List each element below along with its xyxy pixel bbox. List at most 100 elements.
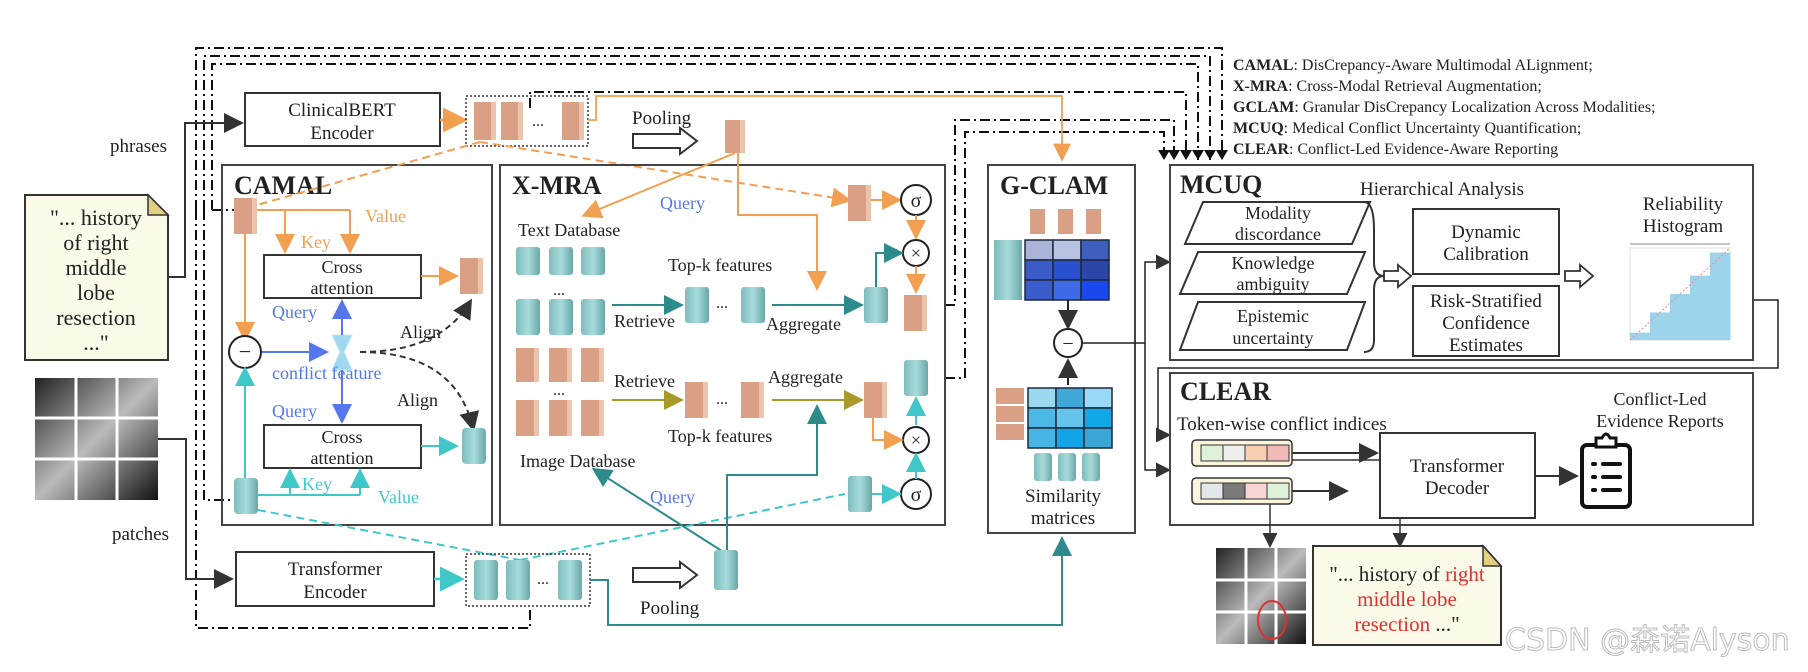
- svg-text:Text Database: Text Database: [518, 220, 620, 240]
- svg-text:−: −: [239, 339, 251, 364]
- svg-text:Encoder: Encoder: [310, 123, 374, 144]
- svg-text:lobe: lobe: [77, 280, 115, 305]
- svg-text:Hierarchical Analysis: Hierarchical Analysis: [1360, 179, 1524, 200]
- legend-gclam: GCLAM: Granular DisCrepancy Localization…: [1233, 99, 1656, 116]
- phrases-label: phrases: [110, 136, 167, 157]
- matrix-cell: [1080, 279, 1110, 301]
- matrix-cell: [1055, 407, 1085, 429]
- svg-text:middle lobe: middle lobe: [1357, 587, 1457, 611]
- svg-text:ClinicalBERT: ClinicalBERT: [288, 100, 396, 121]
- text-token-features: ...: [465, 95, 589, 147]
- svg-text:...: ...: [532, 113, 544, 130]
- conflict-region-marker: [1257, 600, 1287, 640]
- svg-text:Key: Key: [302, 474, 332, 494]
- pooling-bottom-label: Pooling: [640, 598, 700, 619]
- matrix-cell: [1027, 407, 1057, 429]
- legend-clear: CLEAR: Conflict-Led Evidence-Aware Repor…: [1233, 141, 1558, 158]
- svg-text:Image Database: Image Database: [520, 451, 635, 471]
- matrix-cell: [1027, 387, 1057, 409]
- svg-text:resection ...": resection ...": [1354, 612, 1459, 636]
- svg-text:"... history: "... history: [50, 205, 142, 230]
- mcuq-title: MCUQ: [1180, 170, 1262, 199]
- xmra-title: X-MRA: [512, 171, 602, 200]
- histogram-bar: [1650, 312, 1671, 340]
- histogram-bar: [1630, 332, 1651, 340]
- gclam-panel: G-CLAM − Similarity matrices: [987, 164, 1136, 534]
- svg-text:Risk-Stratified: Risk-Stratified: [1430, 291, 1542, 312]
- svg-text:uncertainty: uncertainty: [1233, 328, 1314, 348]
- svg-text:Estimates: Estimates: [1449, 335, 1523, 356]
- perfect-calibration-line: [1629, 247, 1731, 341]
- svg-text:×: ×: [911, 243, 921, 263]
- svg-text:Aggregate: Aggregate: [766, 314, 841, 334]
- svg-text:middle: middle: [65, 255, 126, 280]
- svg-text:Top-k features: Top-k features: [668, 255, 772, 275]
- camal-panel: CAMAL Value Key Cross attention − Query …: [221, 164, 493, 526]
- svg-text:ambiguity: ambiguity: [1237, 274, 1310, 294]
- pooled-text-feature: [725, 120, 745, 153]
- token-cell: [1244, 482, 1268, 500]
- svg-text:Token-wise conflict indices: Token-wise conflict indices: [1177, 414, 1387, 435]
- svg-text:Calibration: Calibration: [1443, 244, 1529, 265]
- svg-text:matrices: matrices: [1031, 508, 1095, 529]
- token-conflict-row-1: [1200, 444, 1290, 462]
- svg-text:Aggregate: Aggregate: [768, 367, 843, 387]
- svg-text:Value: Value: [378, 487, 419, 507]
- svg-text:Query: Query: [272, 401, 317, 421]
- matrix-cell: [1024, 259, 1054, 281]
- clear-panel: CLEAR Token-wise conflict indices Transf…: [1169, 372, 1754, 548]
- matrix-cell: [1083, 427, 1113, 449]
- svg-text:Key: Key: [301, 232, 331, 252]
- histogram-bar: [1690, 275, 1711, 340]
- reliability-histogram-chart: [1629, 243, 1731, 341]
- watermark: CSDN @森诺Alyson: [1505, 623, 1790, 658]
- legend: CAMAL: DisCrepancy-Aware Multimodal ALig…: [1233, 57, 1656, 158]
- svg-text:Confidence: Confidence: [1442, 313, 1530, 334]
- svg-text:−: −: [1062, 333, 1073, 355]
- token-cell: [1200, 444, 1224, 462]
- conflict-feature-icon: [331, 334, 353, 371]
- pooling-top-arrow: [632, 125, 699, 157]
- svg-text:attention: attention: [311, 448, 374, 468]
- matrix-cell: [1024, 239, 1054, 261]
- legend-camal: CAMAL: DisCrepancy-Aware Multimodal ALig…: [1233, 57, 1593, 74]
- token-cell: [1222, 444, 1246, 462]
- svg-text:Reliability: Reliability: [1643, 194, 1724, 215]
- svg-text:Dynamic: Dynamic: [1451, 222, 1521, 243]
- svg-text:...: ...: [537, 571, 549, 588]
- svg-text:attention: attention: [311, 278, 374, 298]
- input-report-note: "... history of right middle lobe resect…: [24, 193, 170, 361]
- clipboard-report-icon: [1580, 432, 1632, 509]
- svg-text:σ: σ: [911, 484, 922, 506]
- matrix-cell: [1080, 239, 1110, 261]
- svg-text:Decoder: Decoder: [1425, 478, 1490, 499]
- matrix-cell: [1083, 407, 1113, 429]
- clinicalbert-encoder: ClinicalBERT Encoder: [244, 92, 441, 147]
- svg-text:Query: Query: [660, 193, 705, 213]
- svg-text:Conflict-Led: Conflict-Led: [1614, 389, 1707, 409]
- skip-connections: [195, 47, 1228, 629]
- svg-text:...: ...: [716, 391, 728, 408]
- histogram-bar: [1710, 252, 1731, 340]
- svg-text:"... history of right: "... history of right: [1329, 562, 1485, 586]
- token-cell: [1244, 444, 1268, 462]
- image-patch-features: ...: [465, 553, 591, 607]
- matrix-cell: [1055, 427, 1085, 449]
- svg-text:Transformer: Transformer: [1410, 456, 1505, 477]
- matrix-cell: [1052, 279, 1082, 301]
- svg-text:Encoder: Encoder: [303, 582, 367, 603]
- gclam-title: G-CLAM: [1000, 171, 1108, 200]
- svg-text:Query: Query: [650, 487, 695, 507]
- svg-text:Histogram: Histogram: [1643, 216, 1723, 237]
- pooling-top-label: Pooling: [632, 108, 692, 129]
- svg-text:×: ×: [911, 430, 921, 450]
- patches-arrow: [158, 438, 234, 589]
- svg-text:Cross: Cross: [321, 257, 362, 277]
- token-conflict-row-2: [1200, 482, 1290, 500]
- matrix-cell: [1052, 259, 1082, 281]
- token-cell: [1200, 482, 1224, 500]
- svg-text:Similarity: Similarity: [1025, 486, 1102, 507]
- svg-text:Retrieve: Retrieve: [614, 311, 675, 331]
- svg-text:Epistemic: Epistemic: [1237, 306, 1309, 326]
